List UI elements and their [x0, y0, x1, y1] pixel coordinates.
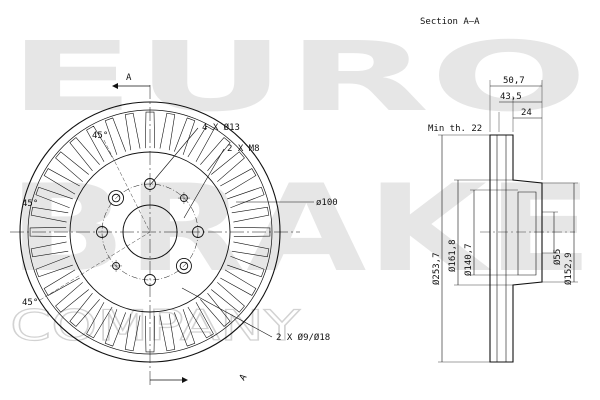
center-bore: [122, 204, 178, 260]
vent-slot: [200, 137, 231, 171]
vent-slot: [86, 125, 113, 162]
vent-slot: [200, 293, 231, 327]
disc-outer-edge: [19, 101, 281, 363]
callout-threads: 2 X M8: [227, 144, 260, 154]
watermark-euro: EURO: [8, 21, 588, 133]
vent-slot: [124, 313, 141, 352]
vent-slot: [220, 269, 257, 296]
pitch-circle: [101, 183, 199, 281]
section-view: Section A–A Min th. 22 50,7 43,5 24 Ø253…: [420, 17, 578, 363]
vent-slots: [29, 111, 271, 353]
section-marker-top: A: [126, 73, 132, 83]
bolt-hole: [144, 178, 156, 190]
vent-slot: [211, 151, 245, 182]
watermark-brake: BRAKE: [8, 160, 593, 299]
watermark: EURO BRAKE COMPANY: [8, 21, 593, 351]
vent-slot: [30, 241, 69, 258]
leader-small-holes: [181, 287, 273, 338]
vent-slot: [233, 227, 271, 237]
vent-slot: [173, 309, 196, 347]
small-hole: [111, 193, 121, 203]
vent-slot: [187, 302, 214, 339]
section-title: Section A–A: [420, 17, 480, 27]
vent-slot: [220, 168, 257, 195]
vent-slot: [145, 111, 155, 149]
vent-slot: [30, 206, 69, 223]
vent-slot: [55, 151, 89, 182]
vent-slot: [231, 241, 270, 258]
vent-slot: [173, 117, 196, 155]
vent-slot: [69, 293, 100, 327]
vent-slot: [29, 227, 67, 237]
vent-slot: [35, 255, 73, 278]
vent-slot: [55, 282, 89, 313]
vent-slot: [86, 302, 113, 339]
vent-slot: [69, 137, 100, 171]
angle-ray-top: [103, 139, 151, 233]
section-marker-bottom: A: [238, 372, 250, 383]
dia-55: Ø55: [552, 249, 563, 265]
vent-slot: [231, 206, 270, 223]
dia-1529: Ø152,9: [563, 252, 574, 285]
callout-center: ø100: [316, 198, 338, 208]
angle-ray-bottom: [39, 231, 151, 301]
bolt-hole: [192, 226, 204, 238]
vent-slot: [159, 313, 176, 352]
vent-slot: [211, 282, 245, 313]
vent-ring-outer: [27, 109, 273, 355]
vent-slot: [187, 125, 214, 162]
angle-label-bottom: 45°: [22, 298, 38, 308]
dia-2537: Ø253,7: [431, 252, 442, 285]
bolt-holes: [96, 178, 204, 286]
bolt-hole: [96, 226, 108, 238]
section-arrow-top: [112, 83, 118, 89]
dia-1407: Ø140,7: [463, 243, 474, 276]
vent-slot: [124, 112, 141, 151]
vent-slot: [43, 269, 80, 296]
dim-24: 24: [521, 108, 532, 118]
vent-slot: [104, 309, 127, 347]
dia-1618: Ø161,8: [447, 239, 458, 272]
angle-label-top: 45°: [92, 131, 108, 141]
counterbore: [108, 190, 125, 207]
hub-outer-edge: [69, 151, 231, 313]
dim-435: 43,5: [500, 92, 522, 102]
angle-label-left: 45°: [22, 199, 38, 209]
small-hole: [179, 261, 189, 271]
leader-holes: [149, 127, 199, 186]
min-thickness-label: Min th. 22: [428, 124, 482, 134]
vent-slot: [35, 186, 73, 209]
callout-small-holes: 2 X Ø9/Ø18: [276, 332, 330, 343]
vent-slot: [227, 186, 265, 209]
front-view: A A 45° 45° 45° 4 X Ø13 2 X M8 ø100 2 X …: [10, 73, 338, 385]
vent-slot: [145, 315, 155, 353]
callout-holes: 4 X Ø13: [202, 122, 240, 133]
watermark-company: COMPANY: [10, 301, 300, 350]
vent-slot: [227, 255, 265, 278]
vent-slot: [43, 168, 80, 195]
section-arrow-bottom: [182, 377, 188, 383]
hub-cavity: [517, 191, 537, 276]
bolt-hole: [144, 274, 156, 286]
dim-507: 50,7: [503, 76, 525, 86]
leader-threads: [183, 148, 225, 219]
vent-slot: [104, 117, 127, 155]
counterbore: [175, 257, 192, 274]
vent-slot: [159, 112, 176, 151]
